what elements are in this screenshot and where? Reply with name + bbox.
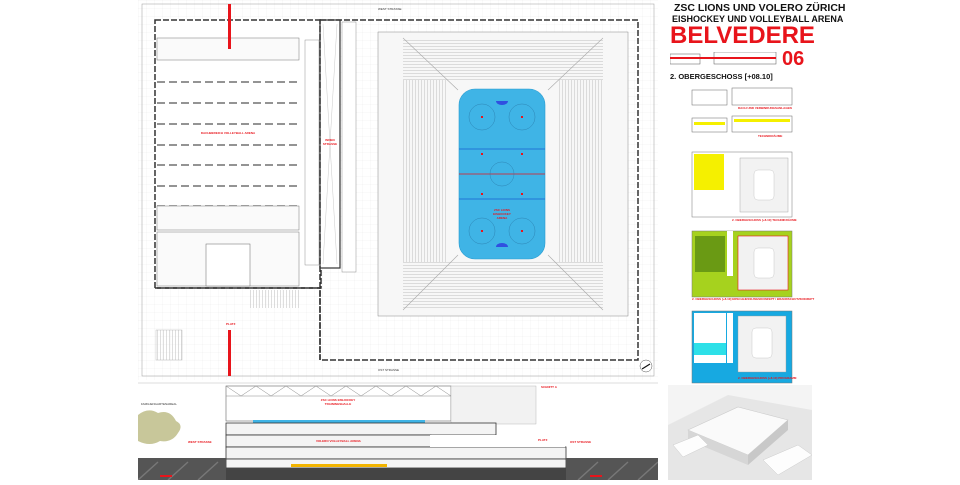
section-plaza-label: PLATZ (538, 438, 548, 442)
project-name: BELVEDERE (670, 22, 815, 49)
floor-plan: WEST STRASSE OST STRASSE DACHBEREICH VOL… (138, 0, 658, 380)
floor-plan-drawing (138, 0, 658, 380)
hockey-label: ZSC LIONS EISHOCKEY ARENA (493, 208, 511, 220)
section-marker-bottom (228, 330, 231, 376)
title-line1: ZSC LIONS UND VOLERO ZÜRICH (674, 2, 846, 14)
street-right-label: OST STRASSE (570, 440, 592, 444)
info-panel: ZSC LIONS UND VOLERO ZÜRICH EISHOCKEY UN… (660, 0, 846, 480)
street-bottom-label: OST STRASSE (378, 368, 399, 372)
training-hall-label: ZSC LIONS EISHOCKEY TRAININGSHALLE (320, 398, 356, 406)
street-left-label: WEST STRASSE (188, 440, 212, 444)
diagram-caption-4: 2. OBERGESCHOSS [+8.10] ERSCHLIESSUNGSKO… (692, 297, 815, 301)
diagram-caption-1: DACH UND VERBINDUNGSANLAGEN (738, 106, 792, 110)
title-line2: EISHOCKEY UND VOLLEYBALL ARENA (672, 14, 844, 24)
section-drawing: FAMILIENGARTENAREAL ZSC LIONS EISHOCKEY … (137, 380, 659, 481)
inner-street-label: INNEN STRASSE (322, 138, 338, 146)
context-label: FAMILIENGARTENAREAL (141, 402, 177, 406)
section-marker-top (228, 4, 231, 49)
volleyball-section-label: VOLERO VOLLEYBALL ARENA (316, 439, 361, 443)
model-photo-graphic (668, 385, 812, 480)
street-top-label: WEST STRASSE (378, 7, 402, 11)
title-section-graphic (670, 52, 777, 65)
project-number: 06 (782, 48, 805, 70)
plaza-label: PLATZ (226, 322, 236, 326)
section-title: SCHNITT A (541, 385, 557, 389)
floor-title: 2. OBERGESCHOSS [+08.10] (670, 72, 773, 81)
diagram-caption-2: TECHNIKRÄUME (758, 134, 783, 138)
poster: WEST STRASSE OST STRASSE DACHBEREICH VOL… (137, 0, 846, 481)
concept-diagrams (691, 87, 793, 384)
diagram-caption-5: 2. OBERGESCHOSS [+8.10] PROGRAMM (738, 376, 797, 380)
model-photo (668, 385, 812, 480)
diagram-caption-3: 2. OBERGESCHOSS [+8.10] TECHNIKRÄUME (732, 218, 797, 222)
section-svg (137, 380, 659, 481)
volleyball-label: DACHBEREICH VOLLEYBALL ARENA (200, 131, 256, 135)
